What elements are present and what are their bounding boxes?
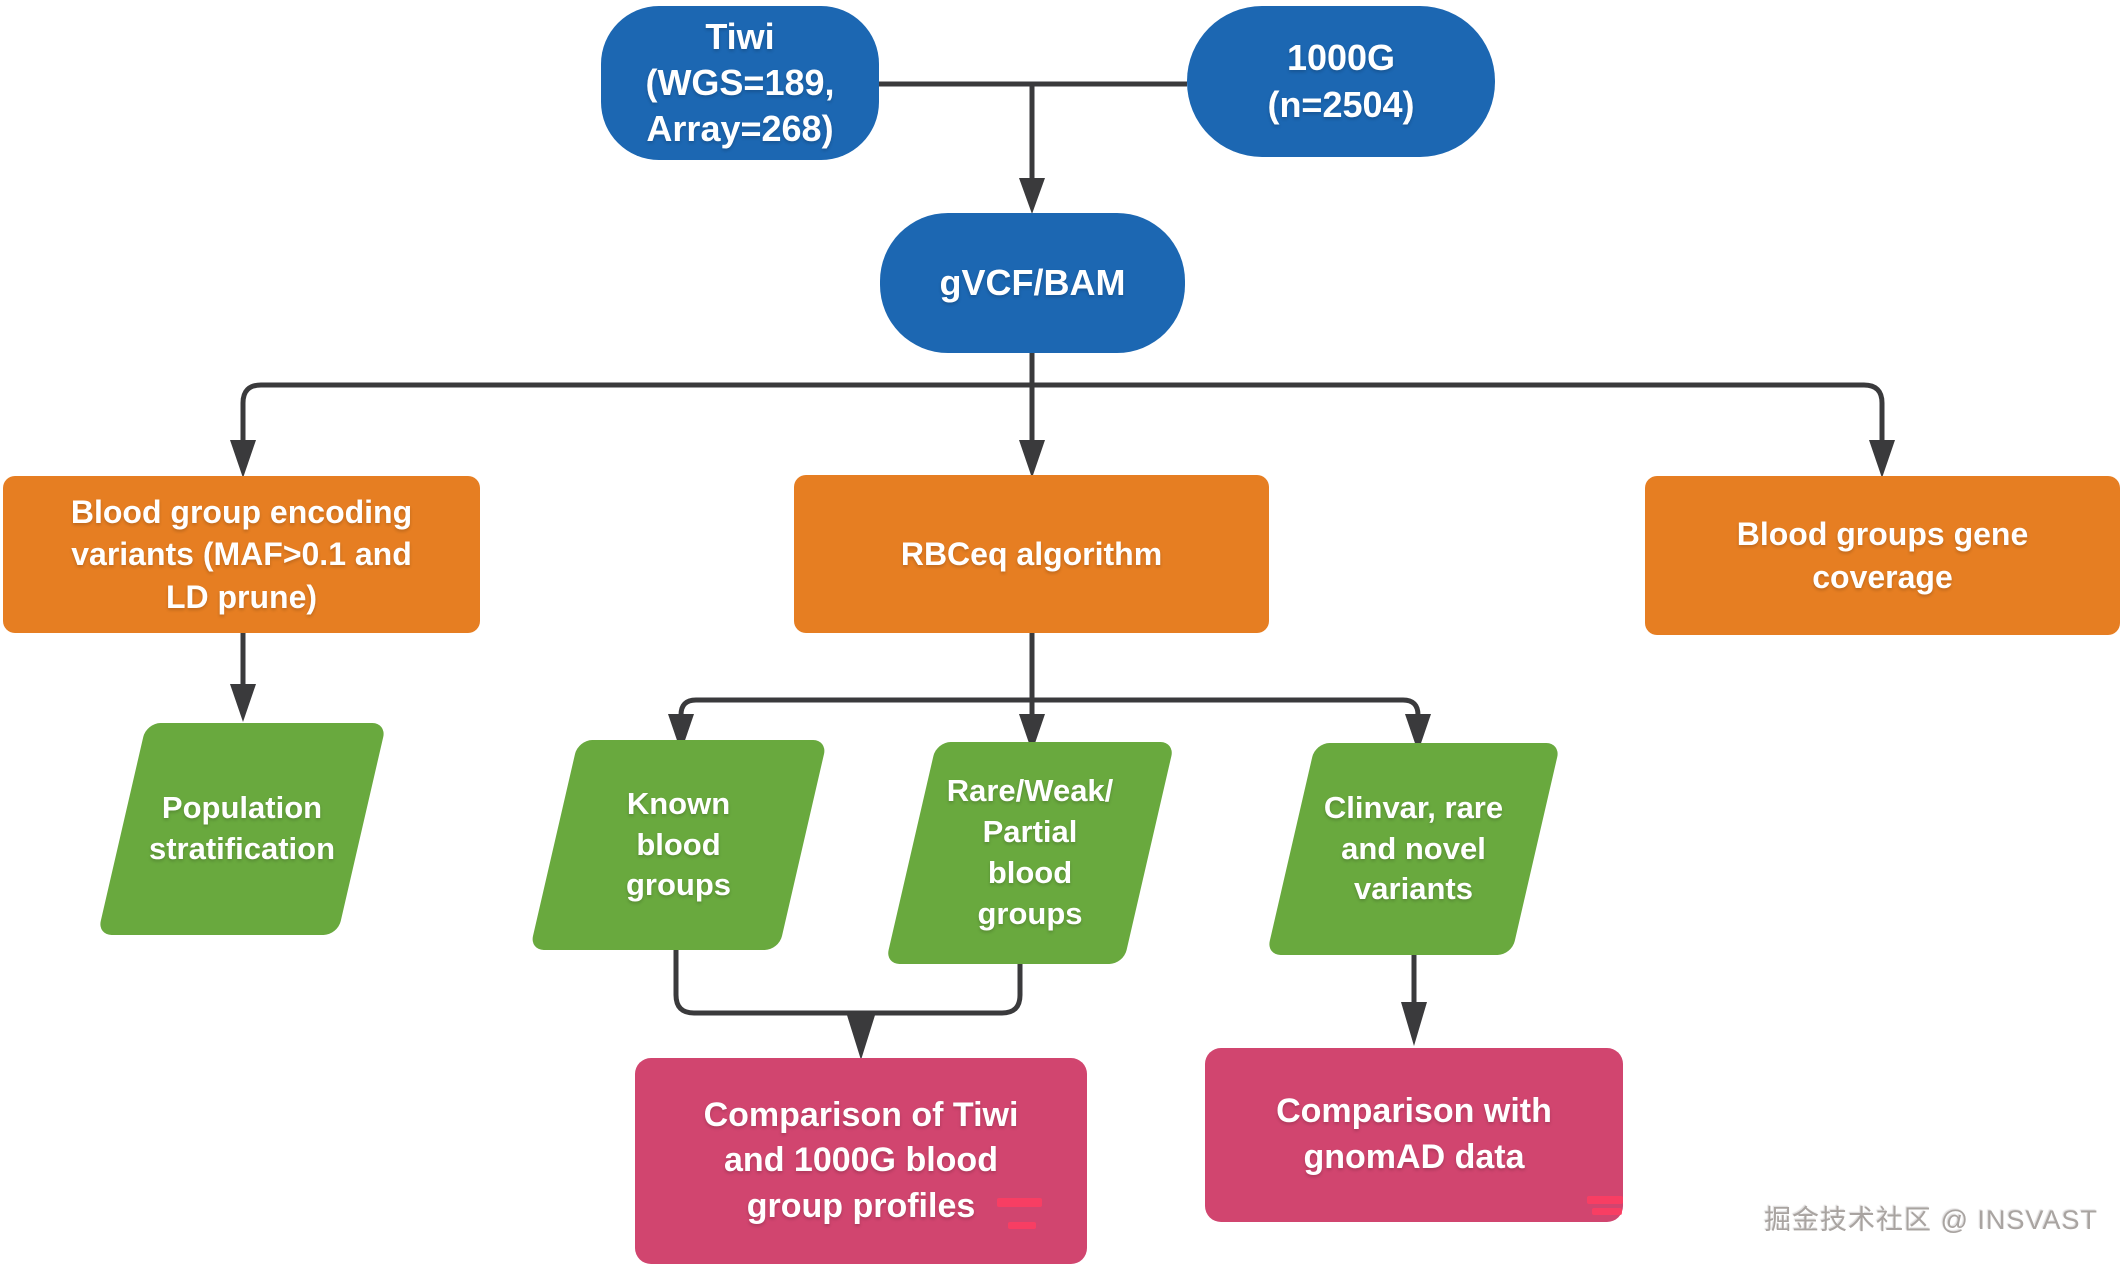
node-known-blood-groups-label: Known blood groups bbox=[625, 785, 732, 903]
residual-mark bbox=[1008, 1222, 1036, 1229]
node-population-stratification: Population stratification bbox=[97, 723, 387, 935]
node-tiwi-label: Tiwi (WGS=189, Array=268) bbox=[645, 15, 835, 150]
residual-mark bbox=[1587, 1196, 1623, 1204]
node-population-stratification-label: Population stratification bbox=[148, 790, 336, 866]
node-1000g: 1000G (n=2504) bbox=[1187, 6, 1495, 157]
residual-mark bbox=[997, 1198, 1042, 1207]
node-clinvar-rare-novel-variants-label: Clinvar, rare and novel variants bbox=[1323, 789, 1504, 907]
node-rbceq-algorithm: RBCeq algorithm bbox=[794, 475, 1269, 633]
node-clinvar-rare-novel-variants: Clinvar, rare and novel variants bbox=[1266, 743, 1561, 955]
node-comparison-gnomad: Comparison with gnomAD data bbox=[1205, 1048, 1623, 1222]
node-known-blood-groups: Known blood groups bbox=[529, 740, 828, 950]
node-rare-weak-partial-blood-groups-label: Rare/Weak/ Partial blood groups bbox=[946, 773, 1114, 931]
node-blood-groups-gene-coverage: Blood groups gene coverage bbox=[1645, 476, 2120, 635]
node-blood-group-encoding-variants: Blood group encoding variants (MAF>0.1 a… bbox=[3, 476, 480, 633]
node-gvcf-bam-label: gVCF/BAM bbox=[939, 261, 1126, 303]
node-tiwi: Tiwi (WGS=189, Array=268) bbox=[601, 6, 879, 160]
node-comparison-tiwi-1000g: Comparison of Tiwi and 1000G blood group… bbox=[635, 1058, 1087, 1264]
node-blood-groups-gene-coverage-label: Blood groups gene coverage bbox=[1736, 516, 2029, 595]
node-blood-group-encoding-variants-label: Blood group encoding variants (MAF>0.1 a… bbox=[70, 494, 413, 615]
node-comparison-tiwi-1000g-label: Comparison of Tiwi and 1000G blood group… bbox=[703, 1095, 1019, 1225]
node-1000g-label: 1000G (n=2504) bbox=[1267, 37, 1415, 125]
watermark-text: 掘金技术社区 @ INSVAST bbox=[1764, 1205, 2098, 1235]
node-comparison-gnomad-label: Comparison with gnomAD data bbox=[1276, 1092, 1552, 1176]
node-rbceq-algorithm-label: RBCeq algorithm bbox=[900, 535, 1163, 572]
node-gvcf-bam: gVCF/BAM bbox=[880, 213, 1185, 353]
node-rare-weak-partial-blood-groups: Rare/Weak/ Partial blood groups bbox=[885, 742, 1175, 964]
residual-mark bbox=[1592, 1208, 1622, 1215]
